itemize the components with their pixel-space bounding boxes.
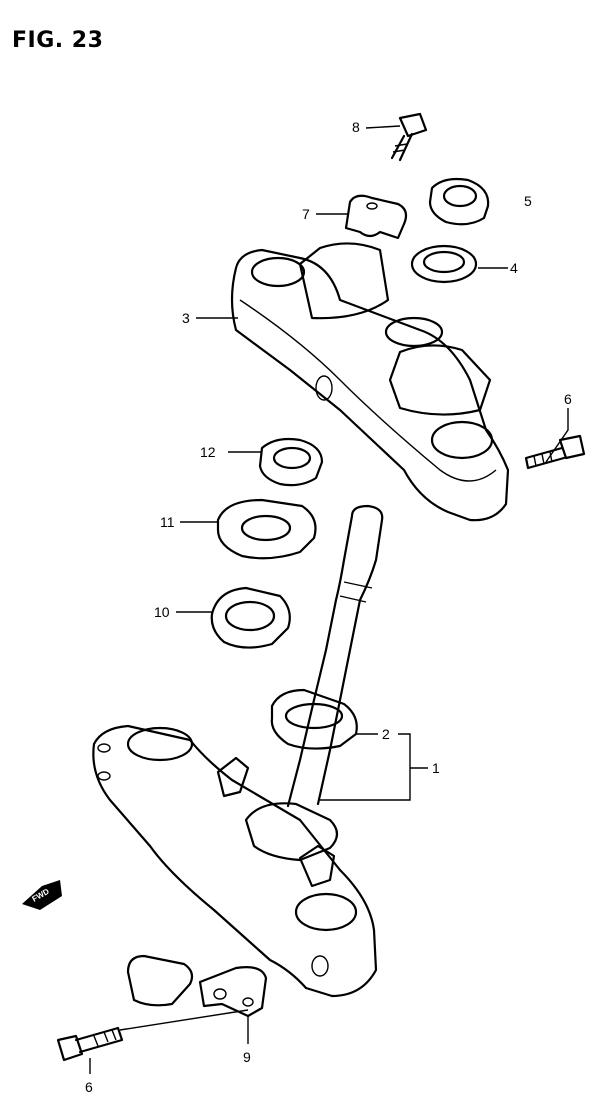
forward-direction-badge: FWD [22,880,62,910]
part-6-upper-bolt [524,434,586,470]
callout-3: 3 [182,310,190,326]
callout-6-lower: 6 [85,1079,93,1095]
part-1-steering-stem [286,504,384,808]
part-1-lower-bracket [92,724,378,998]
callout-12: 12 [200,444,216,460]
callout-6-upper: 6 [564,391,572,407]
part-11-seal [216,498,317,560]
part-6-lower-bolt [56,1026,124,1062]
part-12-ring-nut [258,437,324,487]
part-4-washer [410,244,478,284]
callout-10: 10 [154,604,170,620]
part-10-bearing [210,586,291,649]
part-7-stay [126,954,268,1018]
callout-4: 4 [510,260,518,276]
callout-5: 5 [524,193,532,209]
leader-lines [89,125,569,1074]
figure-title: FIG. 23 [12,28,104,53]
callout-8: 7 [302,206,310,222]
part-9-bolt [390,112,428,162]
part-3-upper-bracket [230,242,510,522]
callout-1: 1 [432,760,440,776]
callout-9: 8 [352,119,360,135]
callout-11: 11 [160,514,175,530]
callout-2: 2 [382,726,390,742]
part-5-nut [428,177,490,226]
part-8-clamp [344,194,408,240]
part-2-stem-bearing [270,688,358,750]
callout-7: 9 [243,1049,251,1065]
